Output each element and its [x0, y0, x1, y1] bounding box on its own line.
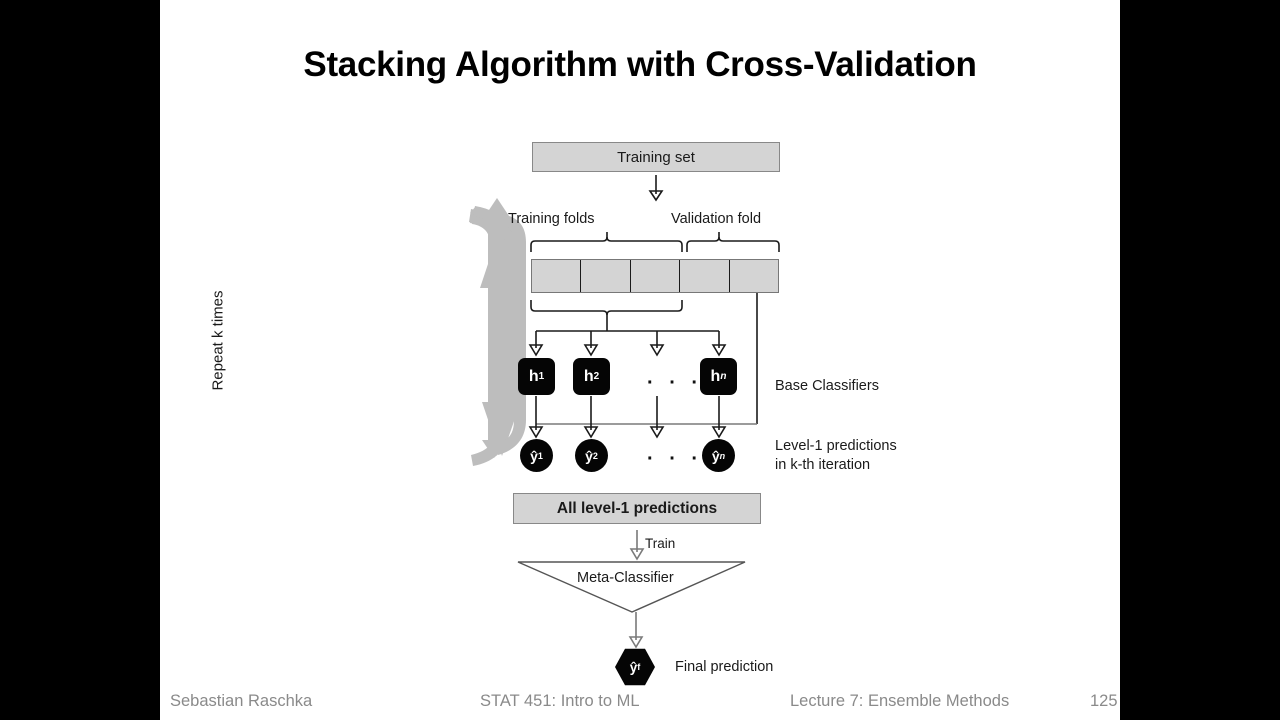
footer-page-number: 125 — [1090, 692, 1118, 710]
stacking-diagram: Training set Training folds Validation f… — [160, 0, 1120, 720]
footer-lecture: Lecture 7: Ensemble Methods — [790, 692, 1010, 710]
brace-training-folds-bottom — [530, 300, 683, 321]
train-arrow-label: Train — [645, 536, 676, 551]
footer-course: STAT 451: Intro to ML — [480, 692, 640, 710]
fold-cell-4[interactable] — [680, 260, 730, 292]
repeat-loop-arrow — [469, 198, 526, 466]
brace-training-folds — [530, 232, 683, 252]
meta-classifier-label: Meta-Classifier — [577, 570, 674, 586]
all-level1-predictions-box[interactable]: All level-1 predictions — [513, 493, 761, 524]
level1-line1: Level-1 predictions — [775, 438, 897, 454]
page-title: Stacking Algorithm with Cross-Validation — [303, 45, 977, 84]
letterbox-bar-left — [0, 0, 160, 720]
arrow-trainingset-to-folds — [648, 175, 664, 202]
footer-author: Sebastian Raschka — [170, 692, 313, 710]
training-set-box[interactable]: Training set — [532, 142, 780, 172]
training-folds-label: Training folds — [508, 211, 595, 227]
level1-predictions-label: Level-1 predictions in k-th iteration — [775, 437, 897, 475]
brace-validation-fold — [686, 232, 780, 252]
validation-fold-label: Validation fold — [671, 211, 762, 227]
fold-row[interactable] — [531, 259, 779, 293]
arrow-train — [629, 530, 645, 561]
arrows-classifier-to-prediction — [528, 396, 727, 439]
level1-line2: in k-th iteration — [775, 457, 871, 473]
arrow-meta-to-final — [628, 612, 644, 649]
fold-cell-2[interactable] — [581, 260, 631, 292]
slide-footer: Sebastian Raschka STAT 451: Intro to ML … — [160, 690, 1120, 720]
ellipsis-predictions: · · · — [647, 448, 704, 470]
fanout-to-base-classifiers — [528, 321, 727, 357]
validation-fold-feed-line — [536, 293, 758, 425]
letterbox-bar-right — [1120, 0, 1280, 720]
fold-cell-5-validation[interactable] — [730, 260, 778, 292]
base-classifiers-label: Base Classifiers — [775, 378, 879, 394]
meta-classifier-shape — [517, 561, 746, 613]
fold-cell-1[interactable] — [532, 260, 582, 292]
diagram-vectors — [469, 175, 780, 649]
ellipsis-classifiers: · · · — [647, 372, 704, 394]
fold-cell-3[interactable] — [631, 260, 681, 292]
slide-canvas: Stacking Algorithm with Cross-Validation — [160, 0, 1120, 720]
final-prediction-label: Final prediction — [675, 659, 774, 675]
repeat-k-times-label: Repeat k times — [209, 290, 227, 391]
